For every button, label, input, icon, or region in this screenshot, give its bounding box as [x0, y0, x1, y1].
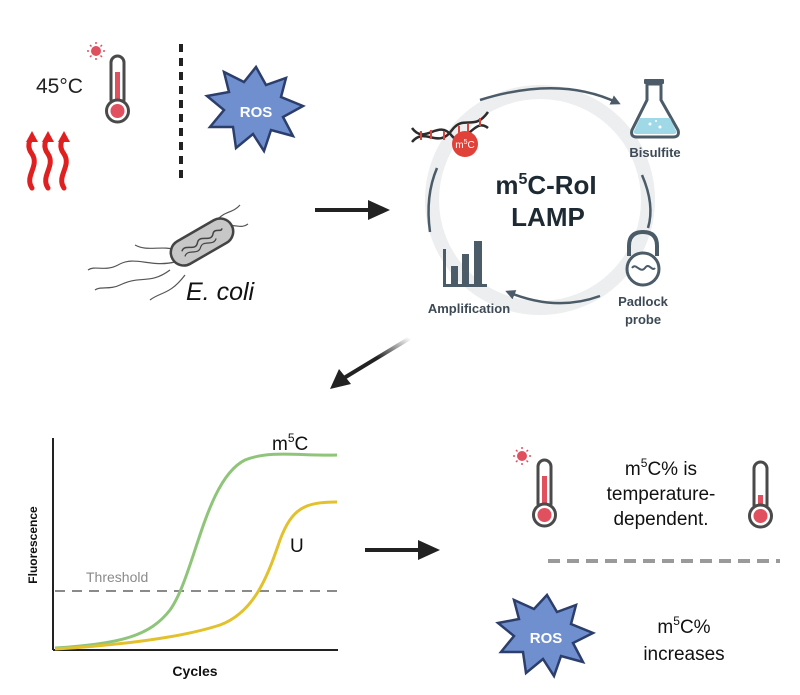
sun-icon-2 — [513, 447, 531, 465]
sun-icon — [87, 42, 105, 60]
m5c-tag: m5C — [452, 131, 478, 157]
step-amplification-label: Amplification — [428, 301, 510, 316]
y-axis-label: Fluorescence — [26, 506, 40, 584]
temperature-label: 45°C — [36, 75, 83, 98]
heat-waves-icon — [26, 131, 70, 191]
cycle-title-line1: m5C-RoI — [495, 170, 596, 200]
series-m5c-curve — [54, 452, 338, 650]
cycle-ring — [425, 85, 655, 315]
arrow-right-2 — [365, 540, 440, 560]
dna-helix-icon — [410, 111, 490, 143]
series-u-label: U — [290, 536, 304, 557]
organism-label: E. coli — [186, 278, 256, 306]
result-ros-line1: m5C% — [657, 614, 710, 638]
arrow-right-1 — [315, 200, 390, 220]
step-padlock-label-line2: probe — [625, 312, 661, 327]
result-temp-line1: m5C% is — [625, 456, 697, 480]
x-axis-label: Cycles — [172, 663, 217, 679]
ros-burst-icon: ROS — [204, 64, 306, 154]
arrow-down-left — [330, 336, 412, 389]
step-bisulfite-label: Bisulfite — [629, 145, 680, 160]
cycle-arrow-bottom — [505, 290, 601, 305]
cycle-arrow-left — [427, 167, 439, 233]
amplification-plot: Threshold m5C U Fluorescence Cycles — [26, 431, 338, 679]
thermometer-hot-icon — [105, 54, 130, 124]
padlock-icon — [625, 229, 661, 287]
flask-icon — [630, 79, 680, 139]
thermometer-low-icon — [748, 460, 773, 529]
threshold-label: Threshold — [86, 569, 148, 585]
result-ros-line2: increases — [643, 644, 724, 665]
ecoli-bacterium-icon — [87, 204, 249, 301]
series-u-curve — [54, 500, 338, 651]
bar-chart-icon — [443, 241, 487, 287]
result-temp-line2: temperature- — [607, 484, 716, 505]
svg-text:m5C: m5C — [455, 139, 474, 151]
ros-burst-icon-2: ROS — [495, 592, 597, 679]
ros-label-2: ROS — [530, 630, 563, 647]
cycle-arrow-top — [479, 86, 621, 105]
series-m5c-label: m5C — [272, 431, 308, 455]
thermometer-hot-icon-2 — [532, 458, 557, 528]
cycle-arrow-right — [640, 174, 652, 229]
step-padlock-label-line1: Padlock — [618, 294, 669, 309]
result-temp-line3: dependent. — [613, 509, 708, 530]
cycle-title-line2: LAMP — [511, 202, 585, 232]
ros-label: ROS — [240, 104, 273, 121]
